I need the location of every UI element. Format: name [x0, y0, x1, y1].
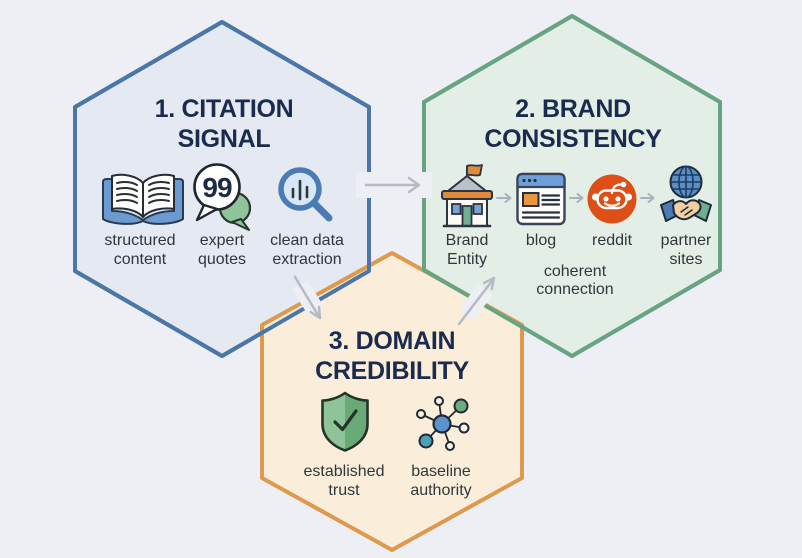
quote-glyph: 99: [202, 172, 232, 203]
blog-window-icon: [516, 172, 566, 226]
brand-consistency-title: 2. BRAND CONSISTENCY: [484, 95, 662, 153]
arrow-citation-to-brand: [356, 172, 432, 198]
shield-check-icon: [321, 391, 369, 452]
magnifier-chart-icon: [278, 167, 333, 222]
handshake-globe-icon: [660, 165, 712, 222]
arrow-citation-to-domain: [292, 275, 324, 320]
flow-arrow-icon: [569, 193, 584, 203]
brand-item-label: Brand Entity: [445, 232, 489, 268]
citation-item-label: structured content: [104, 232, 176, 268]
domain-credibility-title: 3. DOMAIN CREDIBILITY: [315, 327, 469, 385]
brand-building-icon: [441, 164, 493, 228]
citation-item-label: expert quotes: [197, 232, 247, 268]
flow-arrow-icon: [496, 193, 512, 203]
citation-item-label: clean data extraction: [270, 232, 344, 268]
coherent-connection-note: coherent connection: [536, 263, 614, 298]
domain-item-label: baseline authority: [410, 463, 472, 499]
domain-item-label: established trust: [303, 463, 385, 499]
network-nodes-icon: [416, 396, 470, 451]
brand-item-label: blog: [525, 232, 557, 249]
quote-bubbles-icon: 99: [193, 163, 252, 231]
open-book-icon: [102, 173, 184, 225]
hexagon-citation-signal-border: [73, 20, 371, 358]
hexagon-brand-consistency-border: [422, 14, 722, 358]
citation-signal-title: 1. CITATION SIGNAL: [154, 95, 294, 153]
flow-arrow-icon: [640, 193, 655, 203]
brand-item-label: partner sites: [660, 232, 712, 268]
brand-item-label: reddit: [591, 232, 633, 249]
arrow-domain-to-brand: [457, 276, 496, 326]
reddit-icon: [587, 174, 637, 224]
